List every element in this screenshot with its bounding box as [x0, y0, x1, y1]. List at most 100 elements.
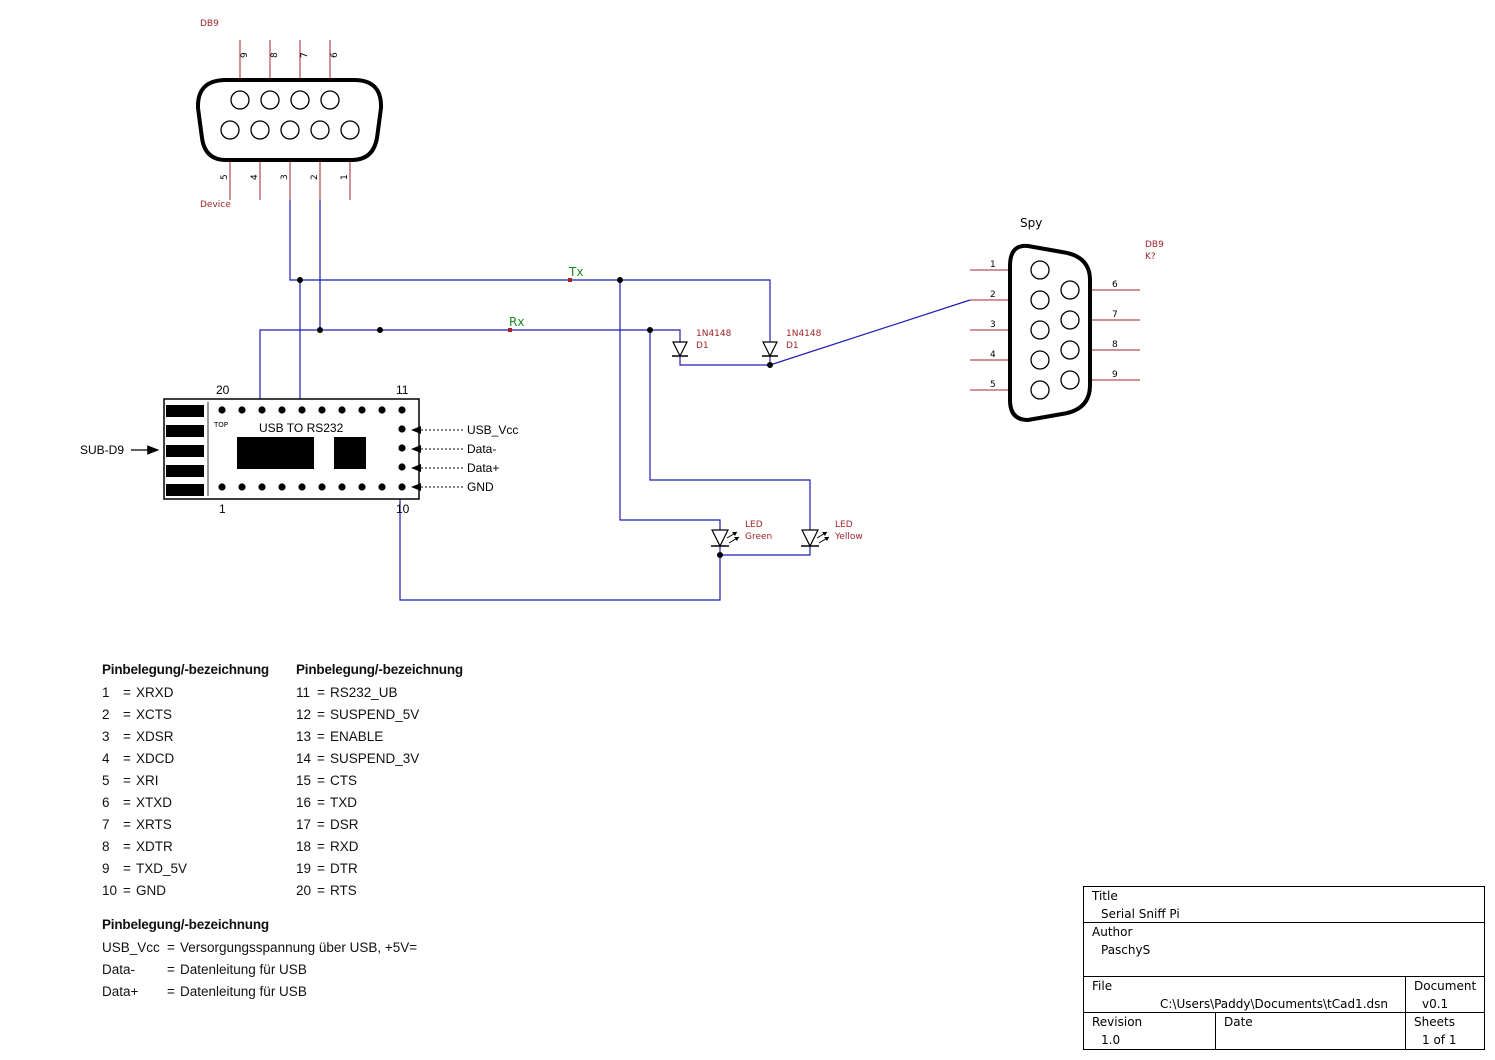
table-row: 5=XRI [102, 770, 269, 792]
table-row: 8=XDTR [102, 836, 269, 858]
table-row: 2=XCTS [102, 704, 269, 726]
module-usb-pin-label: GND [467, 480, 494, 494]
revision-caption: Revision [1092, 1015, 1143, 1029]
spy-connector-title: Spy [1020, 216, 1042, 230]
pin-name: SUSPEND_5V [330, 707, 420, 722]
pin-number: 8 [102, 839, 110, 854]
table-row: 9=TXD_5V [102, 858, 269, 880]
module-top-label: TOP [213, 421, 228, 429]
pin-number: 9 [102, 861, 110, 876]
pin-name: XDCD [136, 751, 175, 766]
spy-connector-ref: DB9 [1145, 240, 1164, 250]
table-row: 1=XRXD [102, 682, 269, 704]
title-caption: Title [1092, 889, 1118, 903]
device-pin-number: 9 [240, 52, 250, 58]
pin-name: XCTS [136, 707, 173, 722]
wires [259, 200, 971, 601]
pin-table-header: Pinbelegung/-bezeichnung [102, 662, 269, 677]
spy-connector-shell [1008, 243, 1092, 423]
pin-name: TXD_5V [136, 861, 188, 876]
pin-number: 18 [296, 839, 312, 854]
legend-desc: Datenleitung für USB [180, 962, 307, 977]
pin-name: XTXD [136, 795, 173, 810]
spy-pin-number: 3 [990, 320, 996, 330]
pin-table-2: Pinbelegung/-bezeichnung 11=RS232_UB 12=… [296, 662, 463, 902]
pin-name: GND [136, 883, 166, 898]
pin-number: 4 [102, 751, 110, 766]
table-row: 11=RS232_UB [296, 682, 463, 704]
pin-number: 6 [102, 795, 110, 810]
net-label-tx: Tx [568, 265, 583, 279]
table-row: 12=SUSPEND_5V [296, 704, 463, 726]
spy-db9-connector: Spy DB9 K? 1 2 3 [970, 216, 1164, 423]
module-main-chip [237, 437, 314, 469]
module-title: USB TO RS232 [259, 421, 344, 435]
table-row: 10=GND [102, 880, 269, 902]
table-row: 6=XTXD [102, 792, 269, 814]
date-caption: Date [1224, 1015, 1253, 1029]
table-row: Data+=Datenleitung für USB [102, 981, 417, 1003]
led-color: Yellow [834, 532, 863, 542]
pin-number: 7 [102, 817, 110, 832]
pin-number: 15 [296, 773, 312, 788]
module-usb-pins [398, 425, 406, 471]
table-row: USB_Vcc=Versorgungsspannung über USB, +5… [102, 937, 417, 959]
pin-number: 1 [102, 685, 110, 700]
module-left-connector-pads [166, 405, 204, 496]
pin-name: XDSR [136, 729, 174, 744]
pin-number: 12 [296, 707, 312, 722]
device-pin-number: 5 [220, 174, 230, 180]
pin-number: 14 [296, 751, 312, 766]
pin-name: SUSPEND_3V [330, 751, 420, 766]
revision-value: 1.0 [1101, 1033, 1121, 1047]
revision-cell: Revision 1.0 [1084, 1013, 1216, 1049]
device-pin-number: 2 [310, 174, 320, 180]
date-cell: Date [1216, 1013, 1406, 1049]
led-yellow: LED Yellow [801, 520, 863, 548]
table-row: 4=XDCD [102, 748, 269, 770]
pin-name: XRTS [136, 817, 172, 832]
diode-value: 1N4148 [786, 329, 822, 339]
file-cell: File C:\Users\Paddy\Documents\tCad1.dsn [1084, 977, 1406, 1013]
table-row: 19=DTR [296, 858, 463, 880]
pin-table-1: Pinbelegung/-bezeichnung 1=XRXD 2=XCTS 3… [102, 662, 269, 902]
diode-ref: D1 [786, 341, 799, 351]
spy-pin-number: 2 [990, 290, 996, 300]
spy-pin-number: 7 [1112, 310, 1118, 320]
spy-pin-number: 6 [1112, 280, 1118, 290]
pin-table-header: Pinbelegung/-bezeichnung [296, 662, 463, 677]
spy-pin-number: 1 [990, 260, 996, 270]
author-cell: Author PaschyS [1084, 923, 1484, 977]
spy-pin-numbers: 1 2 3 4 5 6 7 8 9 [990, 260, 1118, 390]
module-usb-pin-label: USB_Vcc [467, 423, 518, 437]
pin-name: XRI [136, 773, 159, 788]
table-row: 7=XRTS [102, 814, 269, 836]
document-value: v0.1 [1422, 997, 1449, 1011]
table-row: 3=XDSR [102, 726, 269, 748]
spy-connector-value: K? [1145, 252, 1156, 262]
device-pin-number: 6 [330, 52, 340, 58]
legend-key: Data+ [102, 984, 139, 999]
diode-ref: D1 [696, 341, 709, 351]
module-usb-pin-label: Data+ [467, 461, 499, 475]
device-pin-number: 4 [250, 174, 260, 180]
module-pin-11-label: 11 [396, 383, 409, 397]
table-row: 18=RXD [296, 836, 463, 858]
pin-number: 11 [296, 685, 311, 700]
author-caption: Author [1092, 925, 1133, 939]
net-labels: Tx Rx [508, 265, 583, 332]
pin-number: 19 [296, 861, 312, 876]
spy-pin-number: 4 [990, 350, 996, 360]
table-row: 15=CTS [296, 770, 463, 792]
module-pin-row-bottom [218, 483, 406, 491]
pin-name: DTR [330, 861, 358, 876]
usb-rs232-module: USB TO RS232 TOP 20 11 1 10 SUB-D9 USB_V… [80, 383, 518, 516]
module-small-chip [334, 437, 366, 469]
module-usb-arrows [411, 426, 463, 491]
table-row: 14=SUSPEND_3V [296, 748, 463, 770]
title-block: Title Serial Sniff Pi Author PaschyS Fil… [1083, 886, 1485, 1050]
sheets-cell: Sheets 1 of 1 [1406, 1013, 1484, 1049]
device-pin-number: 8 [270, 52, 280, 58]
legend-key: Data- [102, 962, 136, 977]
